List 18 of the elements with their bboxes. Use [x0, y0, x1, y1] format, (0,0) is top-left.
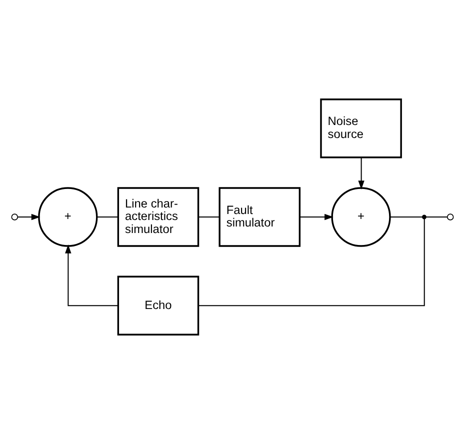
node-dot — [422, 214, 426, 219]
connector — [198, 216, 220, 218]
arrow — [65, 244, 118, 306]
node-circle — [446, 213, 454, 220]
node-circle — [11, 213, 18, 220]
connector — [96, 216, 118, 218]
node-box: Noise source — [320, 98, 402, 158]
node-box: Fault simulator — [218, 186, 301, 246]
connector — [390, 216, 422, 218]
node-circle: + — [38, 186, 98, 246]
connector — [198, 218, 425, 306]
node-box: Line char- acteristics simulator — [117, 186, 200, 246]
node-circle: + — [331, 186, 391, 246]
arrow — [18, 213, 40, 220]
connector — [426, 216, 448, 218]
arrow — [358, 156, 364, 189]
arrow — [300, 213, 334, 220]
node-box: Echo — [117, 275, 200, 335]
